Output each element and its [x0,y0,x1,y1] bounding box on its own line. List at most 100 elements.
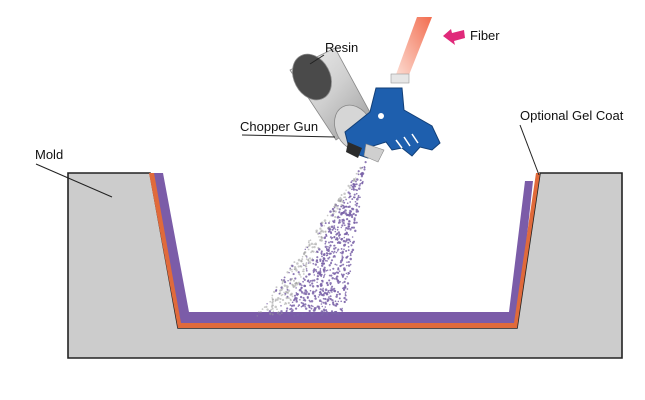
spray-particle [340,203,343,207]
spray-particle [329,236,332,239]
spray-particle [329,241,332,243]
spray-particle [322,269,325,272]
spray-particle [328,279,331,282]
spray-particle [269,314,272,317]
spray-particle [275,286,278,289]
spray-particle [350,181,353,184]
spray-particle [328,222,330,224]
spray-particle [318,248,321,251]
spray-particle [304,307,308,310]
spray-particle [354,204,357,206]
spray-particle [302,273,305,275]
spray-particle [351,198,354,201]
spray-particle [314,297,317,300]
spray-particle [351,226,354,229]
spray-particle [304,254,307,257]
spray-particle [341,237,344,240]
spray-particle [261,308,264,310]
spray-particle [352,226,356,229]
spray-particle [327,257,330,260]
fiber-strand [394,17,432,80]
spray-particle [343,196,345,199]
spray-particle [326,260,328,262]
spray-particle [316,259,318,262]
spray-particle [343,224,346,227]
spray-particle [295,292,298,294]
spray-particle [359,173,362,176]
spray-particle [355,204,358,207]
spray-particle [326,283,329,287]
spray-particle [285,309,288,312]
spray-particle [277,296,280,300]
spray-particle [307,245,309,248]
nozzle-right [363,143,385,163]
spray-particle [300,290,303,292]
fiber-label: Fiber [470,28,500,43]
spray-particle [345,205,348,208]
spray-particle [322,260,325,263]
spray-particle [347,245,350,248]
spray-particle [272,310,275,312]
spray-particle [305,246,307,248]
spray-particle [319,269,322,272]
spray-particle [336,290,340,294]
spray-particle [270,305,274,308]
spray-particle [308,240,310,242]
spray-particle [343,192,346,195]
spray-particle [302,268,305,271]
spray-particle [334,272,337,275]
spray-particle [271,297,273,299]
spray-particle [341,224,344,227]
spray-particle [347,273,349,275]
spray-particle [338,241,342,244]
spray-particle [310,312,313,315]
spray-particle [310,251,312,254]
spray-particle [329,297,331,300]
spray-particle [331,214,334,217]
spray-particle [341,256,344,259]
spray-particle [335,276,338,279]
spray-particle [300,265,303,268]
spray-particle [331,277,334,280]
spray-particle [269,300,272,303]
spray-particle [310,304,313,307]
spray-particle [304,292,308,296]
spray-particle [330,232,333,235]
spray-particle [332,267,335,270]
spray-particle [345,226,348,230]
spray-particle [271,298,274,301]
spray-particle [355,172,358,175]
spray-particle [321,279,324,282]
spray-particle [300,305,303,308]
spray-particle [336,241,339,244]
spray-particle [331,299,334,302]
spray-particle [304,248,307,251]
spray-particle [357,194,360,197]
spray-particle [324,259,327,262]
spray-particle [344,300,346,303]
spray-particle [328,248,330,250]
spray-particle [337,268,340,271]
spray-particle [321,284,323,287]
spray-particle [274,289,278,292]
spray-particle [353,219,356,221]
spray-particle [344,293,347,295]
spray-particle [286,271,289,274]
spray-particle [344,285,347,289]
spray-particle [348,238,351,242]
spray-particle [349,257,352,261]
spray-particle [334,215,337,219]
spray-particle [309,257,311,260]
spray-particle [348,186,352,189]
spray-particle [317,305,320,308]
spray-particle [362,180,364,183]
spray-particle [302,270,305,273]
spray-particle [289,299,292,302]
spray-particle [325,235,328,237]
spray-particle [335,304,338,307]
spray-particle [293,314,296,318]
spray-particle [344,291,347,294]
spray-particle [298,304,301,307]
spray-particle [292,279,296,282]
spray-particle [354,229,357,233]
